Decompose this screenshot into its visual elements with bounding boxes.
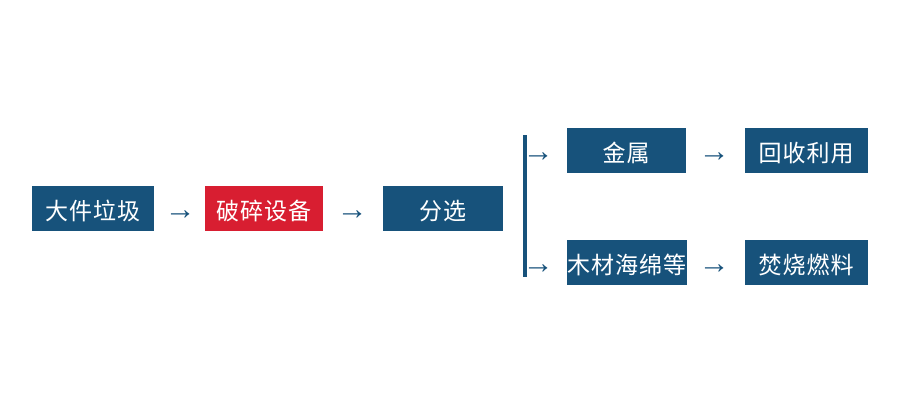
node-bulky-waste: 大件垃圾 <box>32 186 154 231</box>
node-metal: 金属 <box>567 128 686 173</box>
node-incineration-fuel-label: 焚烧燃料 <box>758 251 855 278</box>
arrow-right-icon: → <box>522 133 554 168</box>
node-wood-sponge-etc-label: 木材海绵等 <box>567 251 687 278</box>
node-crushing-equipment-label: 破碎设备 <box>216 197 312 224</box>
node-sorting-label: 分选 <box>419 197 467 224</box>
node-incineration-fuel: 焚烧燃料 <box>745 240 868 285</box>
node-metal-label: 金属 <box>602 139 651 166</box>
node-wood-sponge-etc: 木材海绵等 <box>567 240 687 285</box>
arrow-right-icon: → <box>164 191 196 226</box>
node-crushing-equipment: 破碎设备 <box>205 186 323 231</box>
arrow-right-icon: → <box>698 133 730 168</box>
node-recycling: 回收利用 <box>745 128 868 173</box>
arrow-right-icon: → <box>336 191 368 226</box>
node-sorting: 分选 <box>383 186 503 231</box>
branch-connector-line <box>523 135 527 277</box>
arrow-right-icon: → <box>698 245 730 280</box>
node-recycling-label: 回收利用 <box>758 139 855 166</box>
node-bulky-waste-label: 大件垃圾 <box>45 197 141 224</box>
arrow-right-icon: → <box>522 245 554 280</box>
